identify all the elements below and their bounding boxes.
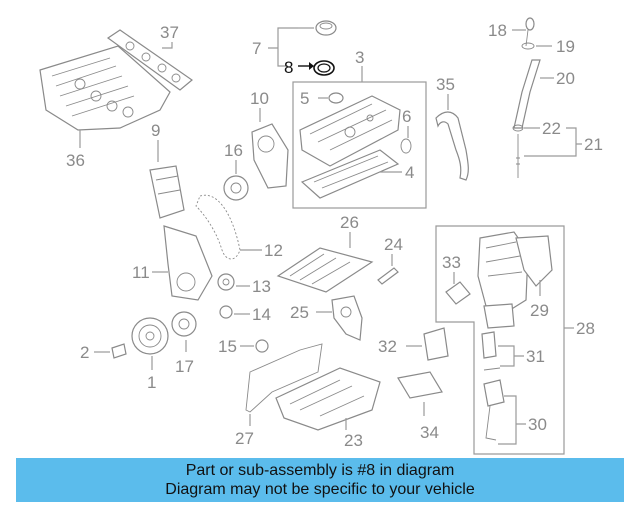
callout-16: 16 bbox=[224, 141, 243, 160]
callout-30: 30 bbox=[528, 415, 547, 434]
callout-33: 33 bbox=[442, 253, 461, 272]
callout-21: 21 bbox=[584, 135, 603, 154]
callout-25: 25 bbox=[290, 303, 309, 322]
callout-35: 35 bbox=[436, 75, 455, 94]
callout-8-highlighted: 8 bbox=[284, 58, 293, 77]
callout-34: 34 bbox=[420, 423, 439, 442]
callout-27: 27 bbox=[235, 429, 254, 448]
callout-10: 10 bbox=[250, 89, 269, 108]
part-note-text: Part or sub-assembly is #8 in diagram bbox=[185, 462, 455, 479]
parts-diagram: 37 36 7 8 3 5 6 4 35 bbox=[39, 17, 603, 455]
callout-28: 28 bbox=[576, 319, 595, 338]
callout-3: 3 bbox=[355, 48, 364, 67]
intake-manifold-illustration bbox=[39, 29, 193, 131]
diagram-note-banner: Part or sub-assembly is #8 in diagram Di… bbox=[16, 458, 624, 502]
callout-13: 13 bbox=[252, 277, 271, 296]
callout-24: 24 bbox=[384, 235, 403, 254]
callout-22: 22 bbox=[542, 119, 561, 138]
callout-19: 19 bbox=[556, 37, 575, 56]
dipstick-illustration bbox=[512, 17, 541, 178]
callout-2: 2 bbox=[80, 343, 89, 362]
callout-14: 14 bbox=[252, 305, 271, 324]
callout-18: 18 bbox=[488, 21, 507, 40]
callout-12: 12 bbox=[264, 241, 283, 260]
callout-36: 36 bbox=[66, 151, 85, 170]
seal-ring-icon bbox=[313, 60, 335, 76]
callout-9: 9 bbox=[151, 121, 160, 140]
callout-7: 7 bbox=[252, 39, 261, 58]
oil-cap-illustration bbox=[315, 20, 337, 36]
callout-32: 32 bbox=[378, 337, 397, 356]
oil-filter-group-box bbox=[435, 225, 565, 455]
callout-15: 15 bbox=[218, 337, 237, 356]
valve-cover-group-box bbox=[292, 81, 427, 209]
callout-17: 17 bbox=[175, 357, 194, 376]
valve-cover-illustration bbox=[299, 95, 401, 199]
callout-23: 23 bbox=[344, 431, 363, 450]
callout-1: 1 bbox=[147, 373, 156, 392]
oil-filter-housing-illustration bbox=[477, 231, 553, 329]
callout-26: 26 bbox=[340, 213, 359, 232]
callout-20: 20 bbox=[556, 69, 575, 88]
callout-4: 4 bbox=[405, 163, 414, 182]
vehicle-disclaimer-text: Diagram may not be specific to your vehi… bbox=[165, 481, 475, 498]
callout-6: 6 bbox=[402, 107, 411, 126]
callout-37: 37 bbox=[160, 23, 179, 42]
callout-5: 5 bbox=[300, 89, 309, 108]
callout-29: 29 bbox=[530, 301, 549, 320]
callout-11: 11 bbox=[132, 263, 150, 282]
callout-31: 31 bbox=[526, 347, 545, 366]
